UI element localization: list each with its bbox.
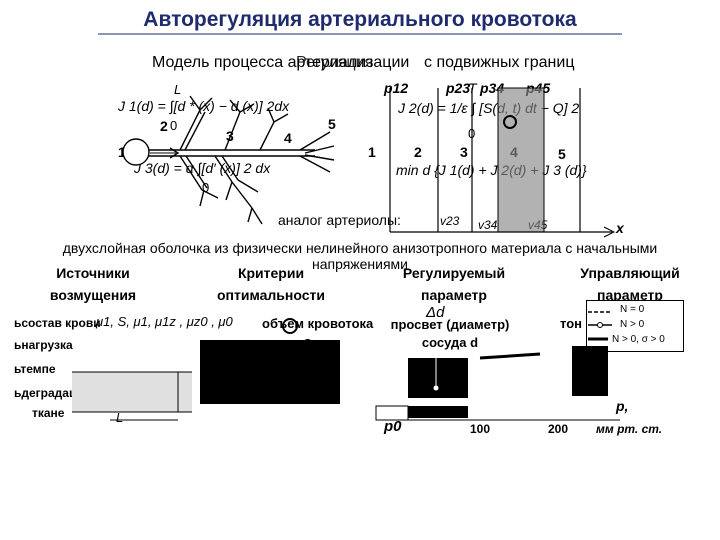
equation-j3: J 3(d) = α ∫[d′ (x)] 2 dx xyxy=(134,160,271,176)
tone-label: тон xyxy=(560,316,582,331)
integral-lower-limit-2: 0 xyxy=(202,180,210,195)
header-sources: Источники возмущения xyxy=(49,265,137,303)
integral-lower-limit: 0 xyxy=(170,118,178,133)
legend-n-positive: N > 0 xyxy=(620,319,645,330)
legend-n-sigma: N > 0, σ > 0 xyxy=(612,334,665,345)
material-parameters: μ1, S, μ1, μ1z , μz0 , μ0 xyxy=(96,314,233,329)
vessel-tree xyxy=(122,95,335,225)
pressure-axis-label: p, xyxy=(616,398,629,414)
segment-4-label: 4 xyxy=(284,130,292,146)
page-title: Авторегуляция артериального кровотока xyxy=(143,8,577,31)
regulation-heading: Регуляция xyxy=(296,54,374,71)
pressure-units: мм рт. ст. xyxy=(596,422,663,436)
arteriole-diagram xyxy=(389,87,616,238)
region-3-label: 3 xyxy=(460,144,468,160)
region-5-label: 5 xyxy=(558,146,566,162)
source-item-blood: ьсостав крови xyxy=(14,316,101,330)
regulation-heading-suffix: с подвижных границ xyxy=(424,54,575,71)
label-v23: v23 xyxy=(440,214,460,228)
arteriole-analog-label: аналог артериолы: xyxy=(278,212,401,228)
model-heading: Модель процесса артериализации xyxy=(152,54,410,71)
legend-n0: N = 0 xyxy=(620,304,645,315)
tick-200: 200 xyxy=(548,422,569,436)
axis-x-label: x xyxy=(616,220,624,236)
length-L-label: L xyxy=(116,410,124,425)
delta-d-label: Δd xyxy=(426,304,445,321)
integral-upper-limit: L xyxy=(174,82,182,97)
pressure-p0-label: p0 xyxy=(384,418,402,435)
segment-2-label: 2 xyxy=(160,118,168,134)
region-1-label: 1 xyxy=(368,144,376,160)
header-criteria: Критерии оптимальности xyxy=(216,265,325,303)
segment-5-label: 5 xyxy=(328,116,336,132)
tick-100: 100 xyxy=(470,422,491,436)
vessel-section xyxy=(72,318,340,421)
regulated-lumen: просвет (диаметр) сосуда d xyxy=(390,317,510,350)
header-regulated: Регулируемый параметр xyxy=(402,265,506,303)
segment-1-label: 1 xyxy=(118,144,126,160)
label-p23: p23 xyxy=(446,80,471,96)
label-v34: v34 xyxy=(478,218,498,232)
source-item-degradation: ьдеградация xyxy=(14,386,91,400)
source-item-tissue: ткане xyxy=(32,406,65,420)
source-item-temp: ьтемпе xyxy=(14,362,56,376)
source-item-load: ьнагрузка xyxy=(14,338,73,352)
shell-description: двухслойная оболочка из физически нелине… xyxy=(62,240,658,272)
pressure-diameter-chart xyxy=(375,311,620,421)
region-2-label: 2 xyxy=(414,144,422,160)
header-control: Управляющий параметр xyxy=(580,265,680,303)
